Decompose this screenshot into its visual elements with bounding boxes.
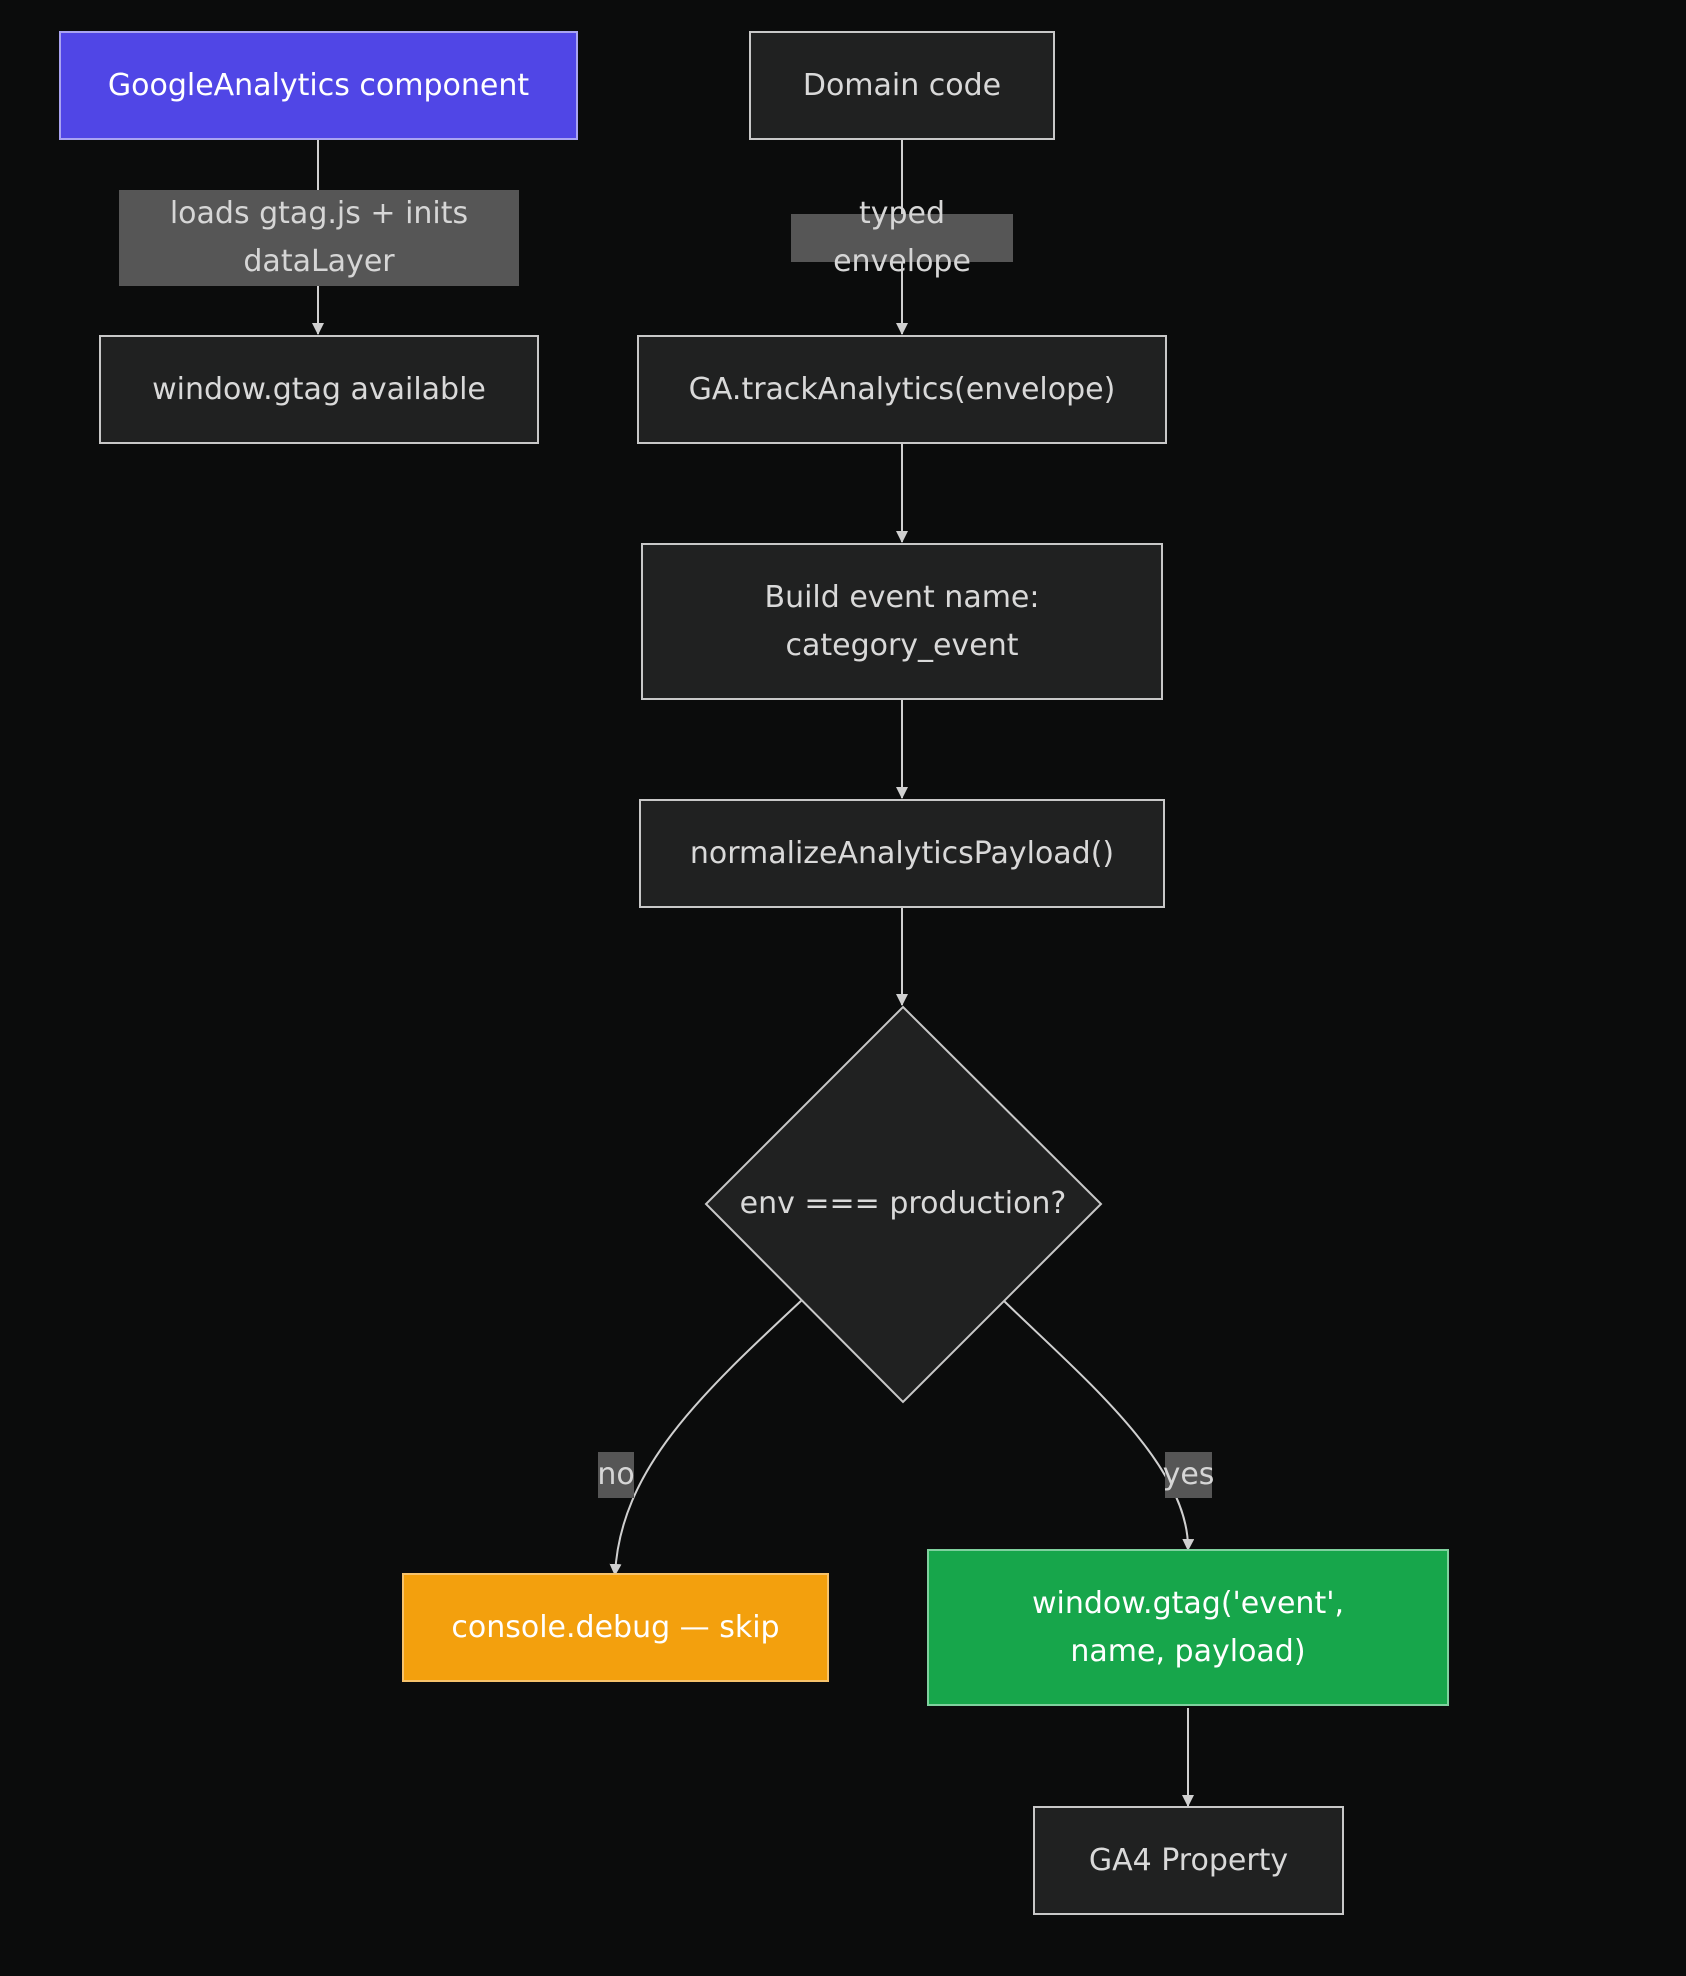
build-event-name-label: Build event name: category_event (764, 579, 1040, 663)
gtag-available-node: window.gtag available (99, 335, 539, 444)
ga4-property-label: GA4 Property (1088, 1842, 1289, 1878)
edge-label-typed-envelope: typed envelope (791, 196, 1013, 279)
normalize-payload-label: normalizeAnalyticsPayload() (689, 835, 1115, 871)
edge-env-check-yes (1002, 1299, 1195, 1551)
gtag-event-node: window.gtag('event', name, payload) (927, 1549, 1449, 1706)
edge-label-no: no (597, 1452, 635, 1498)
edge-label-loads-gtag: loads gtag.js + inits dataLayer (119, 190, 519, 286)
gtag-available-label: window.gtag available (152, 371, 486, 407)
yes-label: yes (1162, 1457, 1215, 1492)
normalize-payload-node: normalizeAnalyticsPayload() (639, 799, 1165, 908)
loads-gtag-label: loads gtag.js + inits dataLayer (169, 196, 469, 279)
console-debug-node: console.debug — skip (402, 1573, 829, 1682)
ga-component-label: GoogleAnalytics component (107, 67, 530, 103)
typed-envelope-label: typed envelope (833, 196, 971, 279)
decision-diamond (704, 1005, 1103, 1404)
track-analytics-label: GA.trackAnalytics(envelope) (688, 371, 1116, 407)
env-check-label: env === production? (739, 1186, 1067, 1221)
console-debug-label: console.debug — skip (451, 1609, 780, 1645)
edge-env-check-no (609, 1299, 803, 1576)
ga4-property-node: GA4 Property (1033, 1806, 1344, 1915)
track-analytics-node: GA.trackAnalytics(envelope) (637, 335, 1167, 444)
edge-label-yes: yes (1162, 1452, 1215, 1498)
build-event-name-node: Build event name: category_event (641, 543, 1163, 700)
domain-code-label: Domain code (802, 67, 1002, 103)
env-check-node: env === production? (736, 1180, 1070, 1228)
domain-code-node: Domain code (749, 31, 1055, 140)
no-label: no (597, 1457, 635, 1492)
ga-component-node: GoogleAnalytics component (59, 31, 578, 140)
gtag-event-label: window.gtag('event', name, payload) (1031, 1585, 1344, 1669)
